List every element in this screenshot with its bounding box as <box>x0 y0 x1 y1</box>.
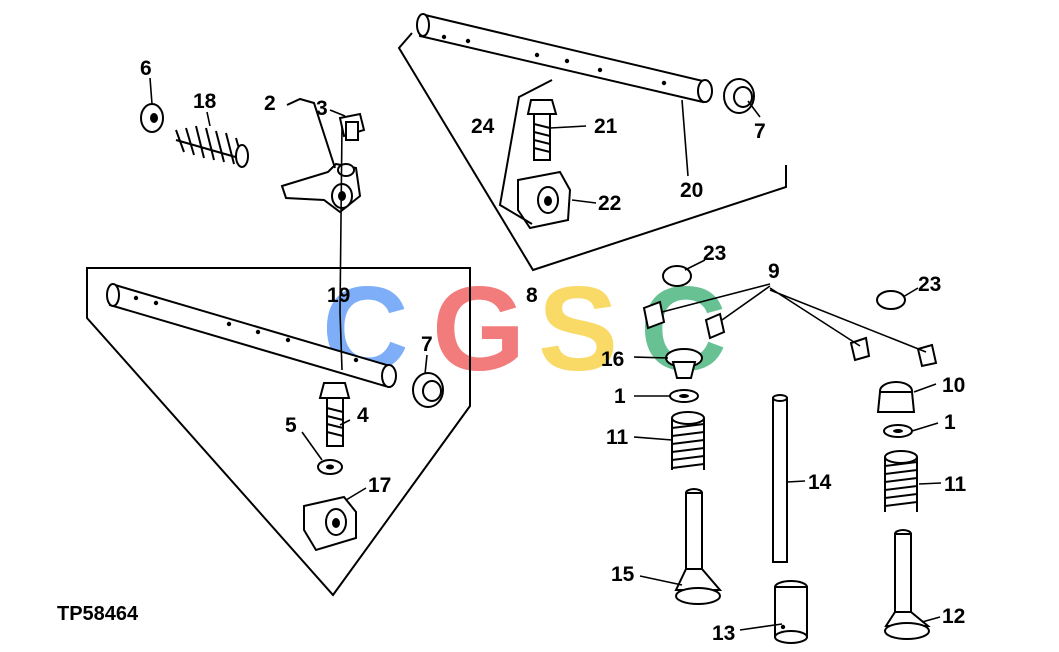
callout-1-right: 1 <box>944 411 956 434</box>
callout-2: 2 <box>264 92 276 115</box>
callout-7-lower: 7 <box>421 333 433 356</box>
callout-21: 21 <box>594 115 618 138</box>
rocker-shaft-lower <box>106 283 397 388</box>
upper-assembly-frame <box>397 32 787 272</box>
callout-5: 5 <box>285 414 297 437</box>
callout-19: 19 <box>327 284 350 307</box>
spring-11-left <box>671 411 705 470</box>
cap-23-right <box>876 290 906 310</box>
spring-11-right <box>884 450 918 512</box>
callout-11-right: 11 <box>944 473 967 496</box>
cam-follower-13 <box>774 580 808 644</box>
callout-20: 20 <box>680 179 703 202</box>
callout-1-left: 1 <box>614 385 626 408</box>
callout-11-left: 11 <box>606 426 629 449</box>
callout-22: 22 <box>598 192 621 215</box>
callout-17: 17 <box>368 474 391 497</box>
screw-3 <box>338 112 366 141</box>
washer-1-left <box>669 389 699 403</box>
lower-assembly-frame <box>86 267 471 597</box>
callout-7-upper: 7 <box>754 120 766 143</box>
push-rod-14 <box>772 394 788 563</box>
callout-13: 13 <box>712 622 735 645</box>
bolt-4 <box>318 382 351 447</box>
callout-24: 24 <box>471 115 495 138</box>
retainer-16 <box>665 348 703 379</box>
rocker-arm-2 <box>280 162 362 214</box>
plug-lower <box>412 372 444 408</box>
bolt-21 <box>526 99 558 161</box>
callout-8: 8 <box>526 284 538 307</box>
rotator-10 <box>876 381 916 413</box>
callout-10: 10 <box>942 374 965 397</box>
valve-15 <box>674 488 723 605</box>
callout-3: 3 <box>316 97 328 120</box>
watermark-letter-s: S <box>538 262 618 396</box>
support-22 <box>517 170 572 230</box>
support-17 <box>303 495 357 552</box>
callout-15: 15 <box>611 563 635 586</box>
rocker-shaft-upper <box>416 13 713 104</box>
callout-9: 9 <box>768 260 780 283</box>
valve-12 <box>884 529 931 640</box>
callout-6: 6 <box>140 57 152 80</box>
figure-code: TP58464 <box>57 603 139 625</box>
callout-labels: 6 18 2 3 24 21 22 20 7 8 19 7 4 5 17 23 … <box>140 57 967 645</box>
cap-23-left <box>662 265 692 287</box>
washer-5 <box>317 459 343 475</box>
callout-23-left: 23 <box>703 242 726 265</box>
callout-18: 18 <box>193 90 217 113</box>
leader-lines <box>149 77 942 631</box>
callout-14: 14 <box>808 471 832 494</box>
callout-16: 16 <box>601 348 624 371</box>
washer-1-right <box>883 424 913 438</box>
watermark-letter-g: G <box>432 262 525 396</box>
washer-6 <box>140 103 164 133</box>
plug-upper <box>723 78 755 114</box>
callout-23-right: 23 <box>918 273 941 296</box>
callout-4: 4 <box>357 404 369 427</box>
callout-12: 12 <box>942 605 965 628</box>
spring-18 <box>175 125 249 168</box>
